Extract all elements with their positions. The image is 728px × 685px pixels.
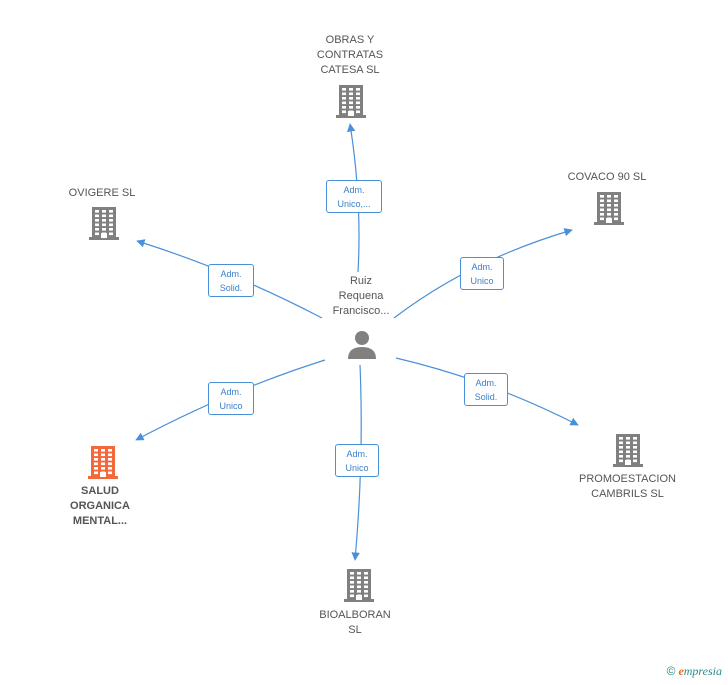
- brand-name: mpresia: [683, 664, 722, 678]
- building-icon-ovigere[interactable]: [89, 206, 119, 240]
- person-name[interactable]: Ruiz Requena Francisco...: [332, 275, 390, 317]
- role-badge-bio[interactable]: Adm. Unico: [335, 444, 379, 477]
- company-label-covaco[interactable]: COVACO 90 SL: [567, 171, 647, 183]
- building-icon-bio[interactable]: [344, 568, 374, 602]
- company-label-ovigere[interactable]: OVIGERE SL: [68, 187, 136, 199]
- role-badge-salud[interactable]: Adm. Unico: [208, 382, 254, 415]
- footer-brand: © empresia: [667, 664, 722, 679]
- role-badge-ovigere[interactable]: Adm. Solid.: [208, 264, 254, 297]
- company-label-obras[interactable]: OBRAS Y CONTRATAS CATESA SL: [316, 34, 384, 76]
- copyright-symbol: ©: [666, 664, 676, 678]
- brand-e: e: [678, 664, 684, 678]
- building-icon-promo[interactable]: [613, 433, 643, 467]
- company-label-bio[interactable]: BIOALBORAN SL: [319, 609, 391, 636]
- role-badge-covaco[interactable]: Adm. Unico: [460, 257, 504, 290]
- company-label-salud[interactable]: SALUD ORGANICA MENTAL...: [70, 485, 130, 527]
- person-icon[interactable]: [346, 328, 378, 360]
- building-icon-obras[interactable]: [336, 84, 366, 118]
- building-icon-salud[interactable]: [88, 445, 118, 479]
- company-label-promo[interactable]: PROMOESTACION CAMBRILS SL: [579, 473, 676, 500]
- role-badge-obras[interactable]: Adm. Unico,...: [326, 180, 382, 213]
- role-badge-promo[interactable]: Adm. Solid.: [464, 373, 508, 406]
- building-icon-covaco[interactable]: [594, 191, 624, 225]
